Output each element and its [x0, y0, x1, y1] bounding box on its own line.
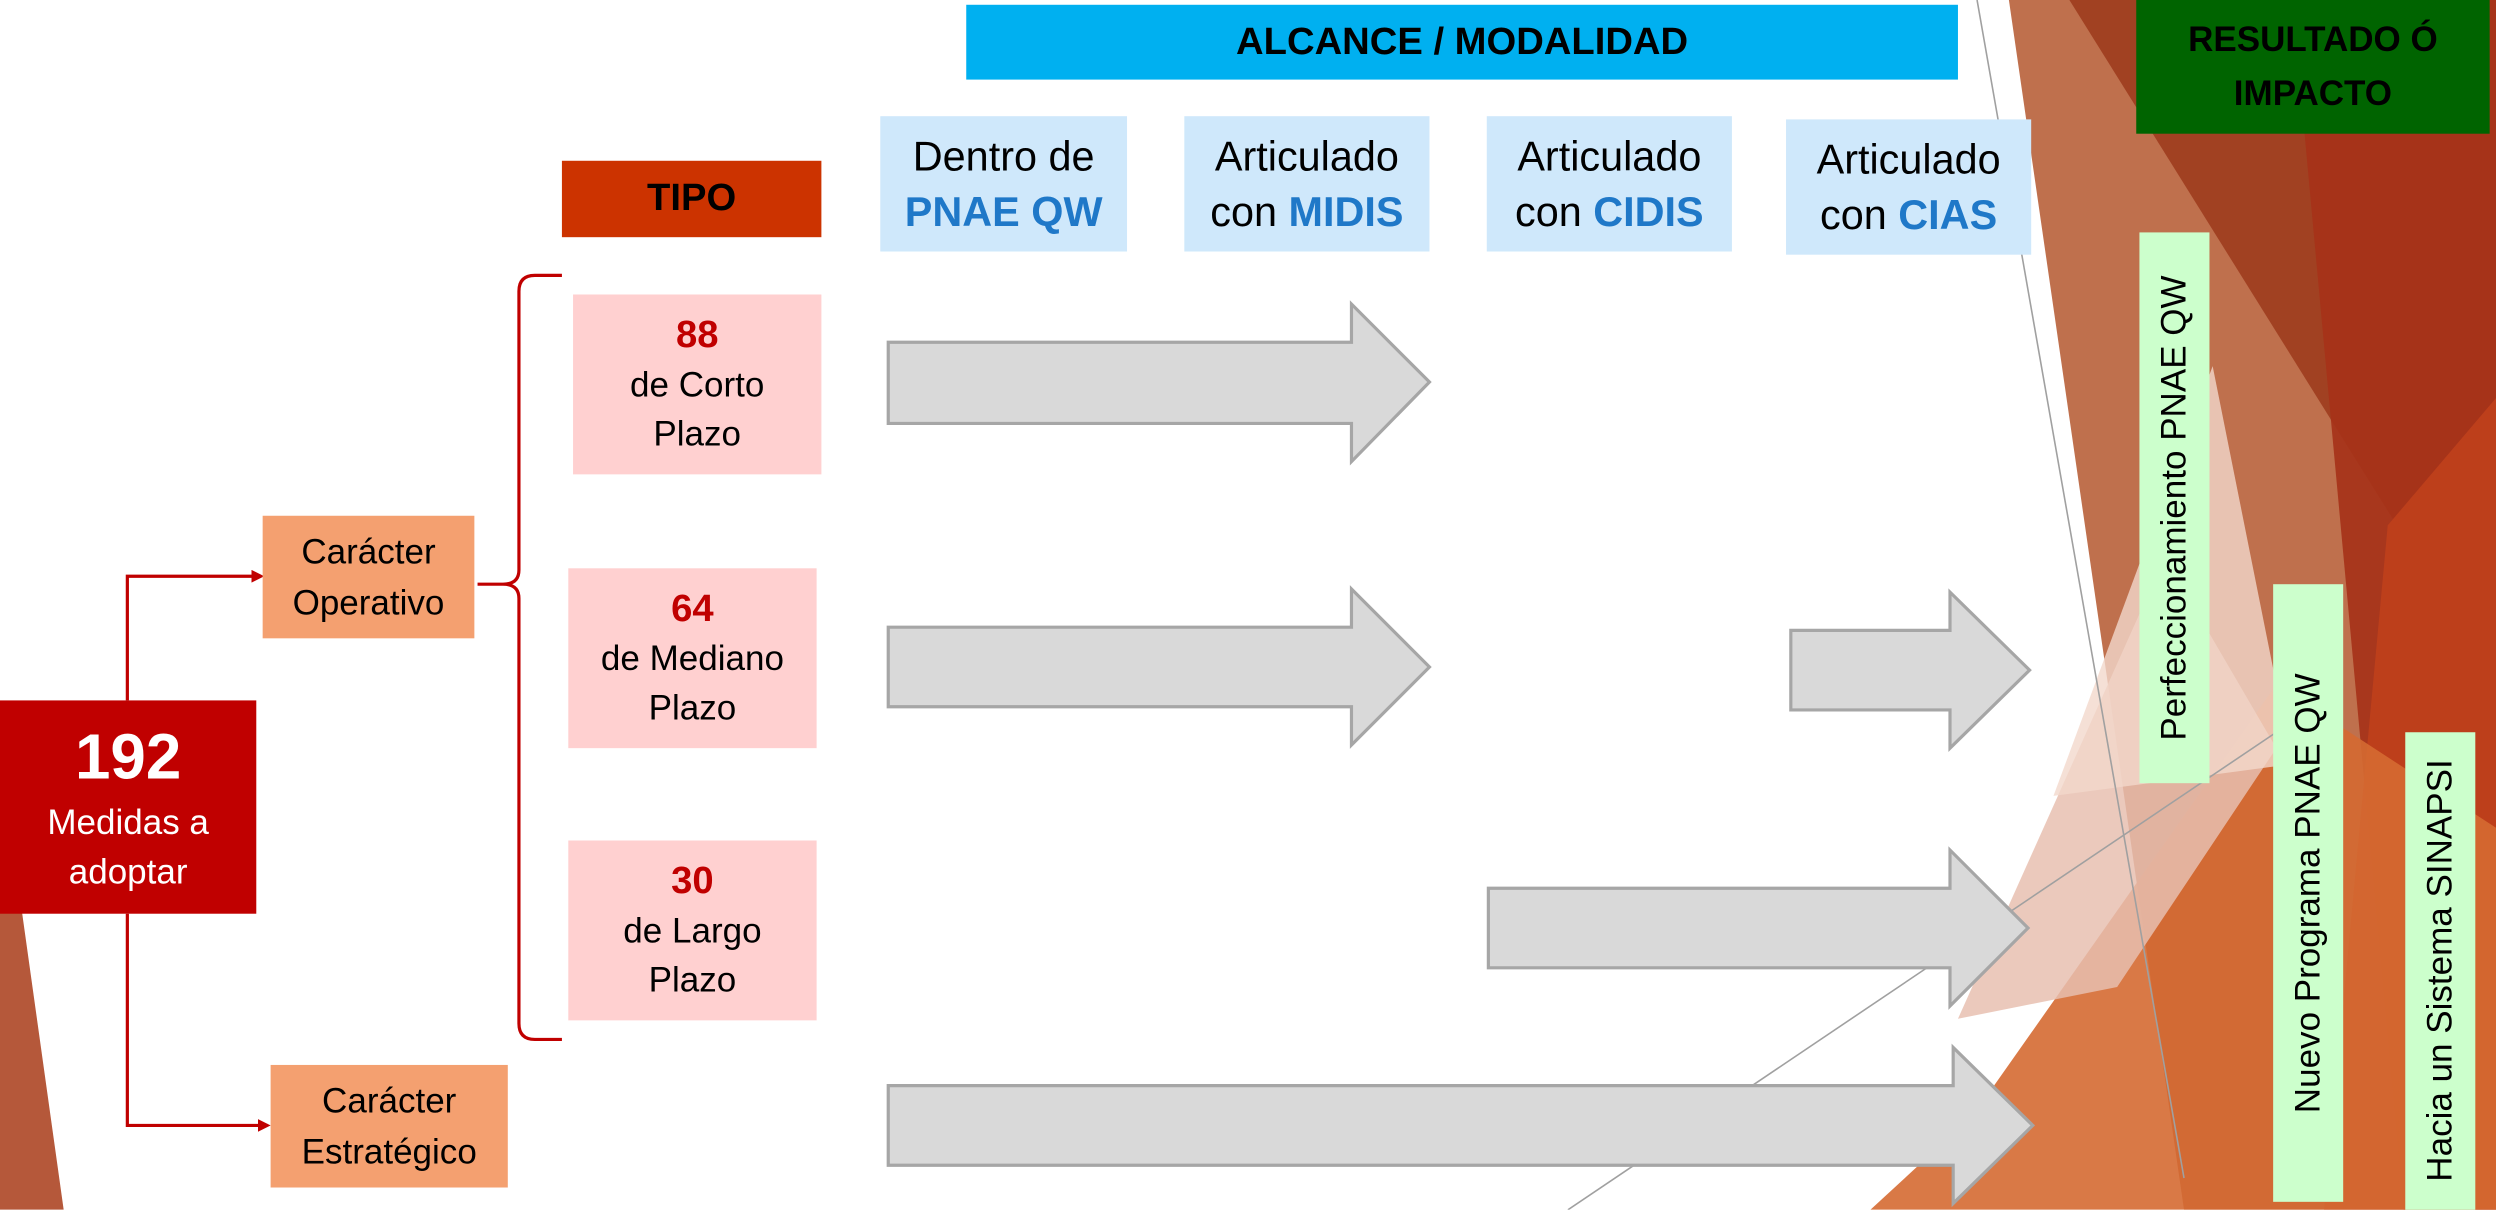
column-header-line1: Dentro de: [912, 131, 1095, 180]
arrow-mediano-cias: [1789, 588, 2032, 752]
caracter-estrategico-line2: Estratégico: [301, 1131, 477, 1171]
caracter-operativo-line1: Carácter: [301, 530, 436, 571]
result-nuevo-programa: Nuevo Programa PNAE QW: [2273, 584, 2344, 1202]
column-header-cias: Articulado con CIAS: [1786, 119, 2032, 255]
caracter-estrategico-line1: Carácter: [322, 1080, 457, 1120]
type-count: 30: [671, 859, 714, 903]
column-header-midis: Articulado con MIDIS: [1184, 116, 1430, 252]
column-header-line1: Articulado: [1214, 131, 1399, 180]
column-header-prefix: con: [1210, 187, 1289, 235]
type-label-line2: Plazo: [648, 959, 737, 1000]
tipo-title: TIPO: [647, 176, 737, 220]
column-header-line1: Articulado: [1816, 134, 2001, 183]
caracter-operativo-line2: Operativo: [292, 581, 445, 622]
type-label-line1: de Corto: [630, 364, 765, 405]
result-hacia-sinapsi: Hacia un Sistema SINAPSI: [2405, 732, 2476, 1210]
type-label-line2: Plazo: [648, 687, 737, 728]
type-count: 88: [675, 313, 719, 357]
column-header-prefix: con: [1820, 190, 1899, 238]
caracter-operativo-box: Carácter Operativo: [262, 515, 475, 639]
type-brace: [477, 273, 562, 1042]
type-box-mediano-plazo: 64 de Mediano Plazo: [568, 568, 817, 749]
type-label-line1: de Mediano: [600, 638, 784, 679]
column-header-cidis: Articulado con CIDIS: [1486, 116, 1732, 252]
alcance-modalidad-title: ALCANCE / MODALIDAD: [1236, 19, 1689, 63]
connector-to-operativo: [125, 569, 265, 701]
connector-to-estrategico: [125, 913, 271, 1132]
result-label: Hacia un Sistema SINAPSI: [2419, 759, 2460, 1183]
caracter-estrategico-box: Carácter Estratégico: [270, 1064, 508, 1188]
resultado-impacto-title: RESULTADO Ó IMPACTO: [2188, 19, 2438, 114]
type-label-line1: de Largo: [623, 910, 762, 951]
medidas-total-line1: Medidas a: [47, 802, 209, 843]
column-header-highlight: CIDIS: [1593, 187, 1704, 235]
column-header-highlight: CIAS: [1898, 190, 1998, 238]
result-perfeccionamiento: Perfeccionamiento PNAE QW: [2139, 232, 2210, 784]
column-header-highlight: MIDIS: [1288, 187, 1404, 235]
tipo-header: TIPO: [561, 160, 822, 238]
medidas-total-number: 192: [75, 722, 182, 793]
arrow-largo-plazo: [1486, 846, 2031, 1010]
column-header-prefix: con: [1515, 187, 1594, 235]
type-box-corto-plazo: 88 de Corto Plazo: [573, 294, 822, 475]
result-label: Nuevo Programa PNAE QW: [2287, 673, 2328, 1113]
arrow-corto-plazo: [886, 300, 1432, 466]
arrow-estrategico: [886, 1043, 2036, 1208]
medidas-total-line2: adoptar: [68, 851, 188, 892]
column-header-pnae: Dentro de PNAE QW: [880, 116, 1128, 252]
type-label-line2: Plazo: [653, 413, 742, 454]
medidas-total-box: 192 Medidas a adoptar: [0, 700, 257, 914]
column-header-line1: Articulado: [1517, 131, 1702, 180]
result-label: Perfeccionamiento PNAE QW: [2153, 275, 2194, 741]
arrow-mediano-plazo: [886, 585, 1432, 749]
type-box-largo-plazo: 30 de Largo Plazo: [568, 840, 817, 1021]
type-count: 64: [671, 587, 714, 631]
resultado-impacto-header: RESULTADO Ó IMPACTO: [2136, 0, 2490, 134]
alcance-modalidad-banner: ALCANCE / MODALIDAD: [966, 4, 1958, 80]
column-header-highlight: PNAE QW: [904, 187, 1103, 235]
